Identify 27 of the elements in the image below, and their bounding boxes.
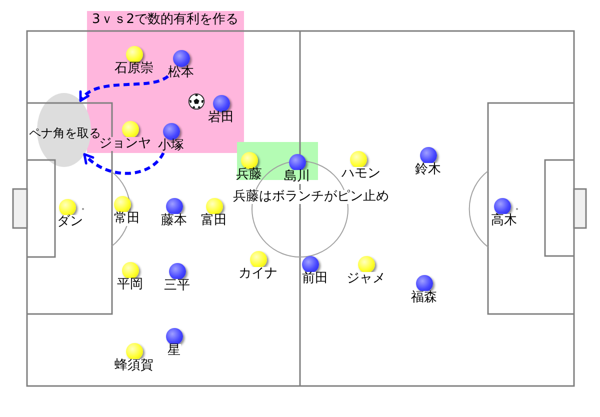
zone-title: 3ｖｓ2で数的有利を作る — [92, 13, 239, 27]
player-name: 前田 — [302, 272, 328, 286]
player-name: 星 — [168, 344, 180, 358]
zone-label: ペナ角を取る — [29, 126, 101, 140]
player-name: 蜂須賀 — [114, 359, 154, 373]
player-name: 高木 — [491, 214, 517, 228]
player-name: 常田 — [114, 212, 140, 226]
player-name: ジャメ — [346, 272, 386, 286]
player-name: 岩田 — [208, 111, 234, 125]
player-name: 小塚 — [158, 139, 184, 153]
dashed-arrow — [83, 152, 165, 175]
player-name: ダン — [57, 215, 83, 229]
player-name: 鈴木 — [415, 163, 441, 177]
player-name: 三平 — [164, 279, 190, 293]
player-name: ハモン — [342, 167, 380, 181]
player-name: 兵藤 — [236, 168, 262, 182]
player-name: ジョンヤ — [99, 137, 151, 151]
player-name: 福森 — [411, 291, 437, 305]
player-name: 石原崇 — [114, 62, 154, 76]
player-name: 藤本 — [161, 214, 187, 228]
player-name: 富田 — [201, 214, 227, 228]
zone-caption: 兵藤はボランチがピン止め — [233, 190, 389, 204]
player-name: 平岡 — [117, 278, 143, 292]
player-name: 松本 — [168, 66, 194, 80]
dashed-arrow — [79, 74, 169, 102]
player-name: カイナ — [238, 267, 278, 281]
player-name: 島川 — [284, 170, 310, 184]
